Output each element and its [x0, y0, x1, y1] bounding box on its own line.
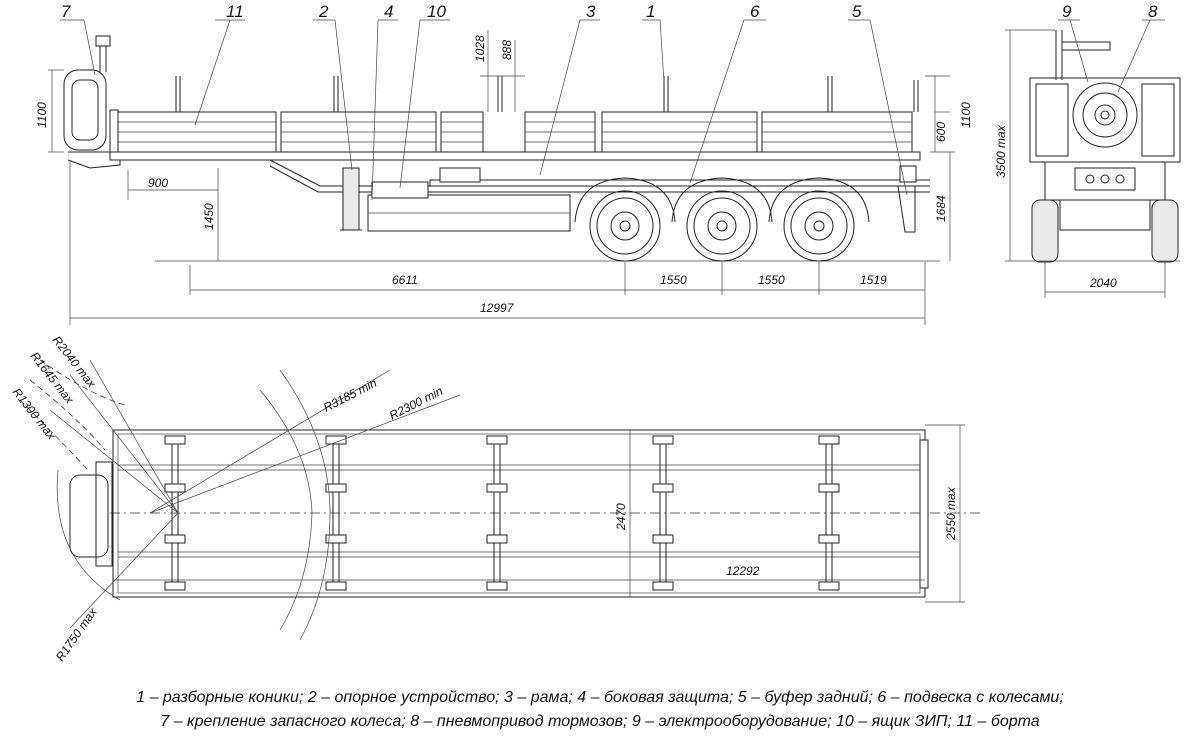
callout-3: 3 — [586, 2, 596, 21]
dim-2040: 2040 — [1089, 276, 1117, 290]
legend-line-2: 7 – крепление запасного колеса; 8 – пнев… — [160, 713, 1040, 730]
dim-1684: 1684 — [934, 195, 948, 222]
legend-line-1: 1 – разборные коники; 2 – опорное устрой… — [136, 689, 1064, 706]
dim-1028: 1028 — [473, 35, 487, 62]
side-view: 7 11 2 4 10 3 1 6 5 1100 1028 888 1100 — [35, 2, 973, 325]
dim-2550-max: 2550 max — [944, 486, 958, 541]
dim-12292: 12292 — [726, 564, 760, 578]
dim-1100-left: 1100 — [35, 102, 49, 128]
callout-9: 9 — [1062, 2, 1072, 21]
callout-10: 10 — [427, 2, 446, 21]
rear-view: 9 8 3500 max 2040 — [994, 2, 1181, 298]
callout-5: 5 — [852, 2, 862, 21]
dim-r1750-max: R1750 max — [53, 605, 100, 664]
trailer-technical-drawing: 7 11 2 4 10 3 1 6 5 1100 1028 888 1100 — [10, 2, 1181, 664]
dim-888: 888 — [500, 40, 514, 60]
wheel-2 — [686, 190, 758, 262]
callout-4: 4 — [384, 2, 393, 21]
dim-r2300-min: R2300 min — [387, 384, 445, 423]
callout-7: 7 — [61, 2, 71, 21]
dim-2470: 2470 — [614, 503, 628, 531]
dim-1100-right: 1100 — [959, 102, 973, 128]
dim-6611: 6611 — [392, 273, 418, 287]
dim-1519: 1519 — [860, 273, 887, 287]
dim-1550-a: 1550 — [660, 273, 687, 287]
callout-1: 1 — [646, 2, 655, 21]
callout-11: 11 — [226, 2, 244, 21]
callout-2: 2 — [318, 2, 329, 21]
dim-1450: 1450 — [202, 203, 216, 230]
dim-r1300-max: R1300 max — [10, 385, 59, 443]
dim-3500-max: 3500 max — [994, 124, 1008, 178]
dim-r3185-min: R3185 min — [321, 376, 379, 415]
callout-6: 6 — [750, 2, 760, 21]
wheel-1 — [589, 190, 661, 262]
top-view: R2040 max R1645 max R1300 max R3185 min … — [10, 333, 980, 664]
dim-1550-b: 1550 — [758, 273, 785, 287]
dim-12997: 12997 — [480, 301, 515, 315]
dim-900: 900 — [148, 176, 168, 190]
wheel-3 — [783, 190, 855, 262]
legend-caption: 1 – разборные коники; 2 – опорное устрой… — [0, 686, 1200, 734]
dim-600: 600 — [934, 122, 948, 142]
callout-8: 8 — [1148, 2, 1158, 21]
